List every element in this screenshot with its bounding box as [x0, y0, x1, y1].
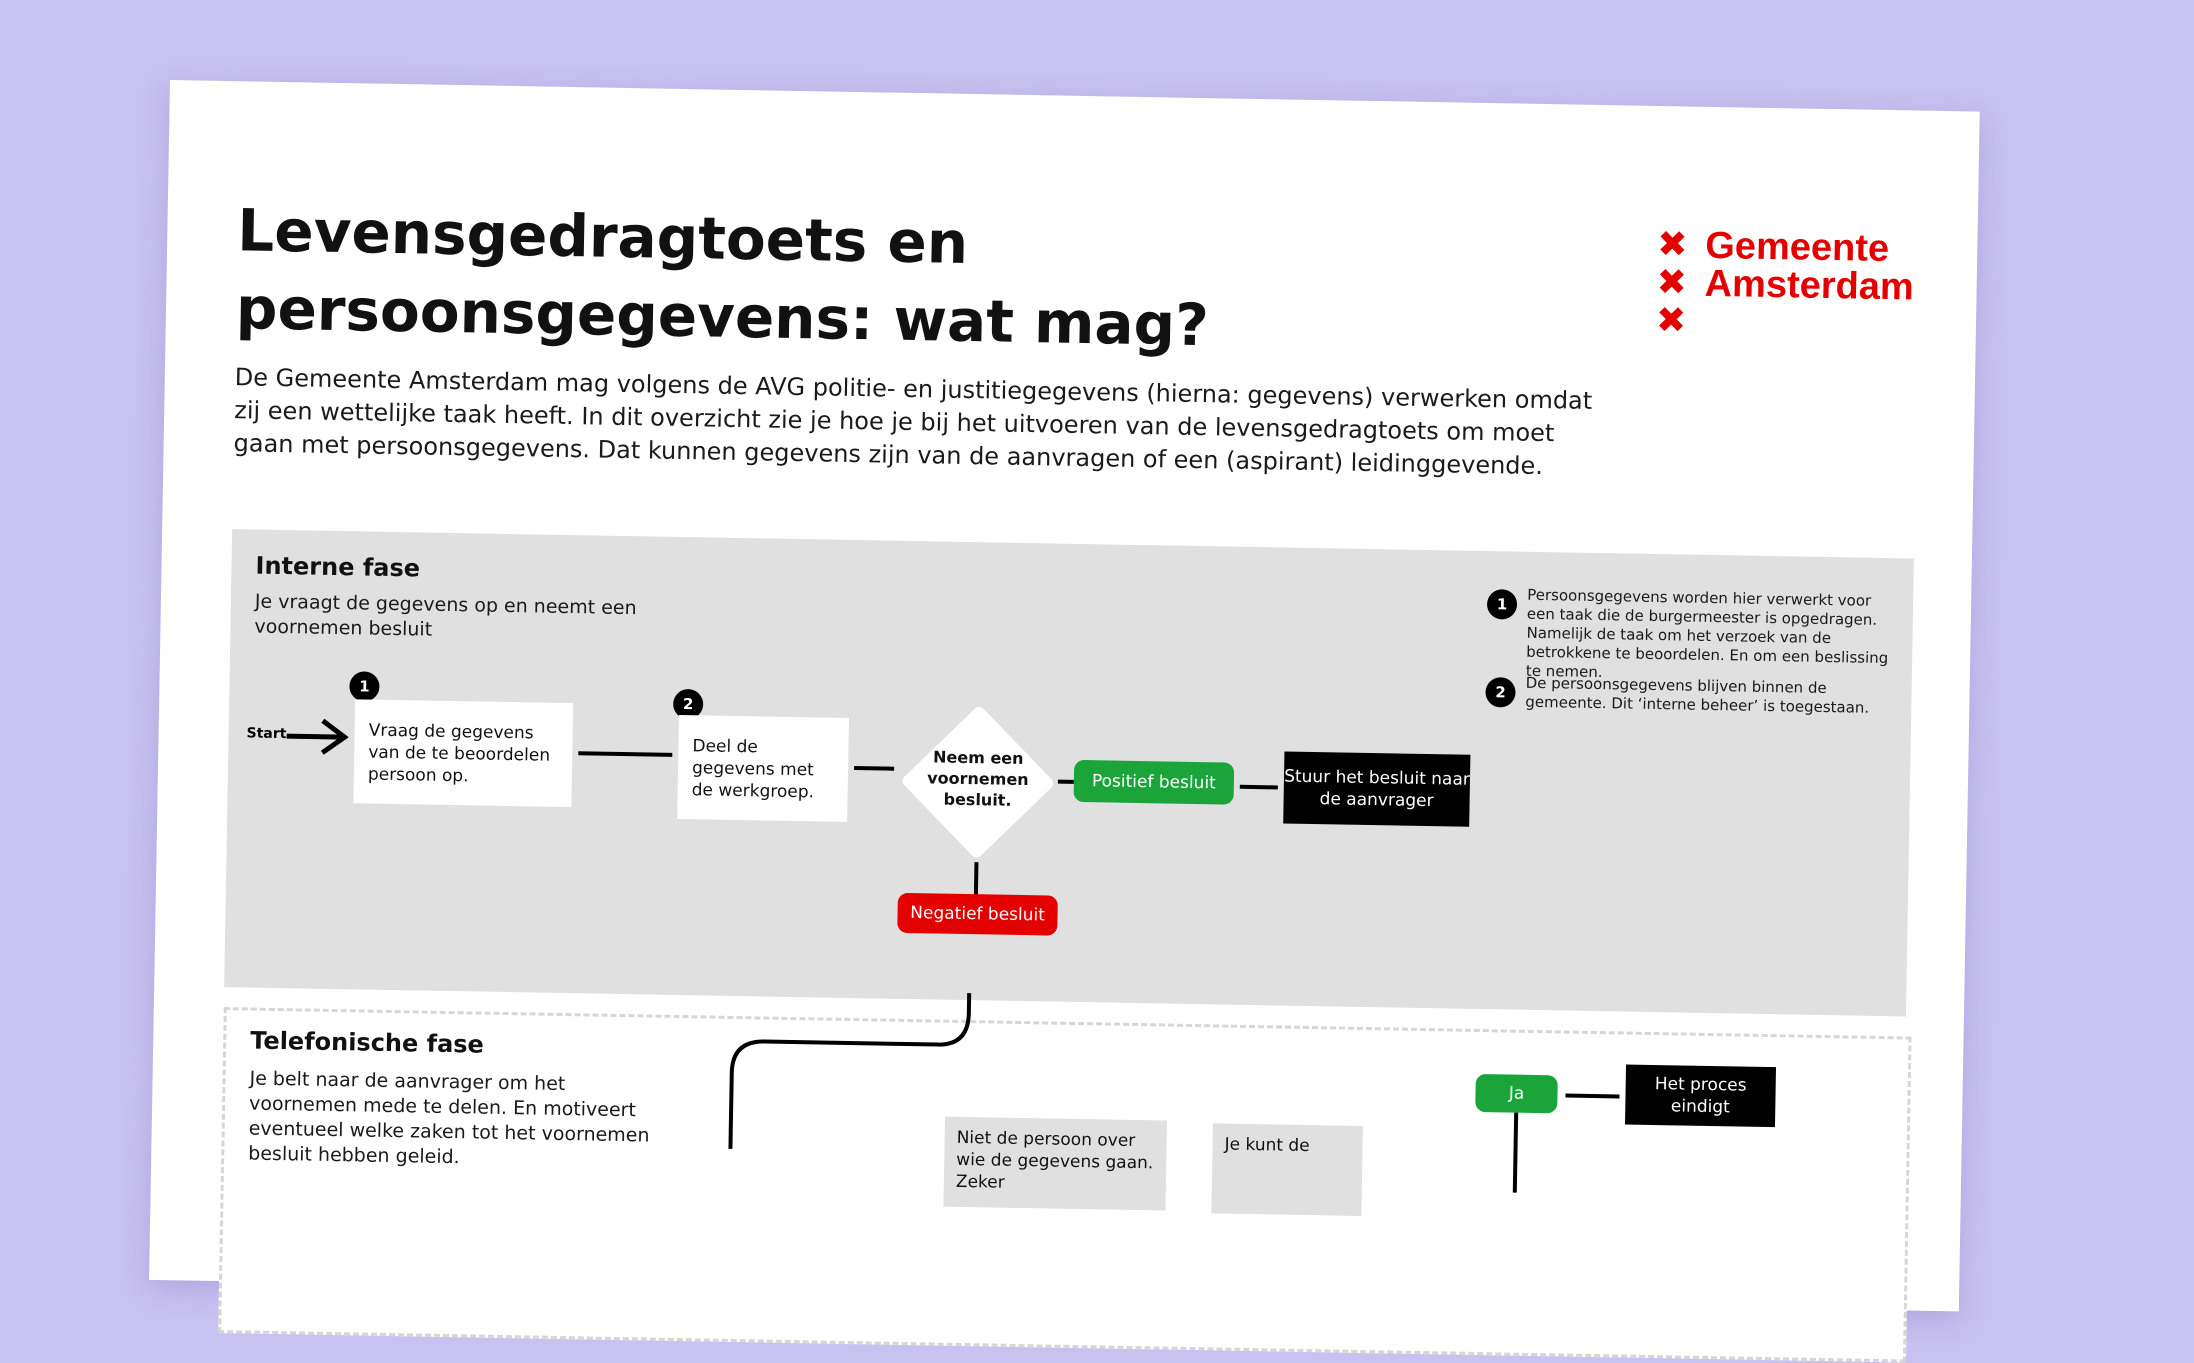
page-title: Levensgedragtoets en persoonsgegevens: w…	[235, 196, 1210, 360]
connector-line	[1565, 1093, 1620, 1099]
note-2-number-badge: 2	[1485, 677, 1516, 708]
logo-line-2: Amsterdam	[1704, 262, 1915, 309]
document-sheet: Levensgedragtoets en persoonsgegevens: w…	[149, 80, 1980, 1363]
stuur-besluit-box: Stuur het besluit naar de aanvrager	[1283, 751, 1471, 827]
connector-line	[1239, 784, 1278, 790]
telefonische-fase-title: Telefonische fase	[250, 1026, 485, 1059]
decision-diamond: Neem een voornemen besluit.	[896, 701, 1059, 864]
proces-eindigt-box: Het proces eindigt	[1624, 1064, 1777, 1128]
start-label: Start	[246, 725, 287, 743]
connector-line	[973, 862, 979, 897]
connector-line	[1512, 1112, 1519, 1193]
connector-line	[1057, 779, 1074, 784]
connector-line	[578, 751, 673, 757]
interne-fase-title: Interne fase	[255, 551, 421, 583]
flow-connector-curve	[684, 988, 987, 1153]
step-1-box: Vraag de gegevens van de te beoordelen p…	[353, 699, 574, 808]
andreas-crosses-icon: ✖ ✖ ✖	[1655, 223, 1688, 342]
telefonische-fase-panel: Telefonische fase Je belt naar de aanvra…	[218, 993, 1912, 1363]
telefonische-fase-subtitle: Je belt naar de aanvrager om het voornem…	[248, 1067, 650, 1169]
telefonisch-box-2: Je kunt de	[1211, 1123, 1363, 1216]
step-1-number-badge: 1	[349, 671, 380, 702]
negatief-besluit-pill: Negatief besluit	[897, 892, 1058, 936]
interne-fase-panel: Interne fase Je vraagt de gegevens op en…	[224, 529, 1914, 1017]
telefonisch-box-1: Niet de persoon over wie de gegevens gaa…	[943, 1116, 1167, 1211]
step-2-box: Deel de gegevens met de werkgroep.	[677, 714, 849, 822]
start-arrow-icon	[286, 716, 349, 757]
intro-paragraph: De Gemeente Amsterdam mag volgens de AVG…	[233, 363, 1593, 481]
note-1-number-badge: 1	[1486, 589, 1518, 620]
positief-besluit-pill: Positief besluit	[1073, 759, 1235, 805]
logo-line-1: Gemeente	[1704, 224, 1890, 271]
decision-text: Neem een voornemen besluit.	[927, 747, 1029, 810]
note-2-text: De persoonsgegevens blijven binnen de ge…	[1525, 673, 1870, 717]
gemeente-amsterdam-logo: ✖ ✖ ✖ Gemeente Amsterdam	[1655, 223, 1918, 351]
note-1-text: Persoonsgegevens worden hier verwerkt vo…	[1525, 585, 1889, 682]
ja-pill: Ja	[1475, 1073, 1558, 1114]
connector-line	[854, 766, 895, 771]
interne-fase-subtitle: Je vraagt de gegevens op en neemt een vo…	[254, 590, 637, 641]
